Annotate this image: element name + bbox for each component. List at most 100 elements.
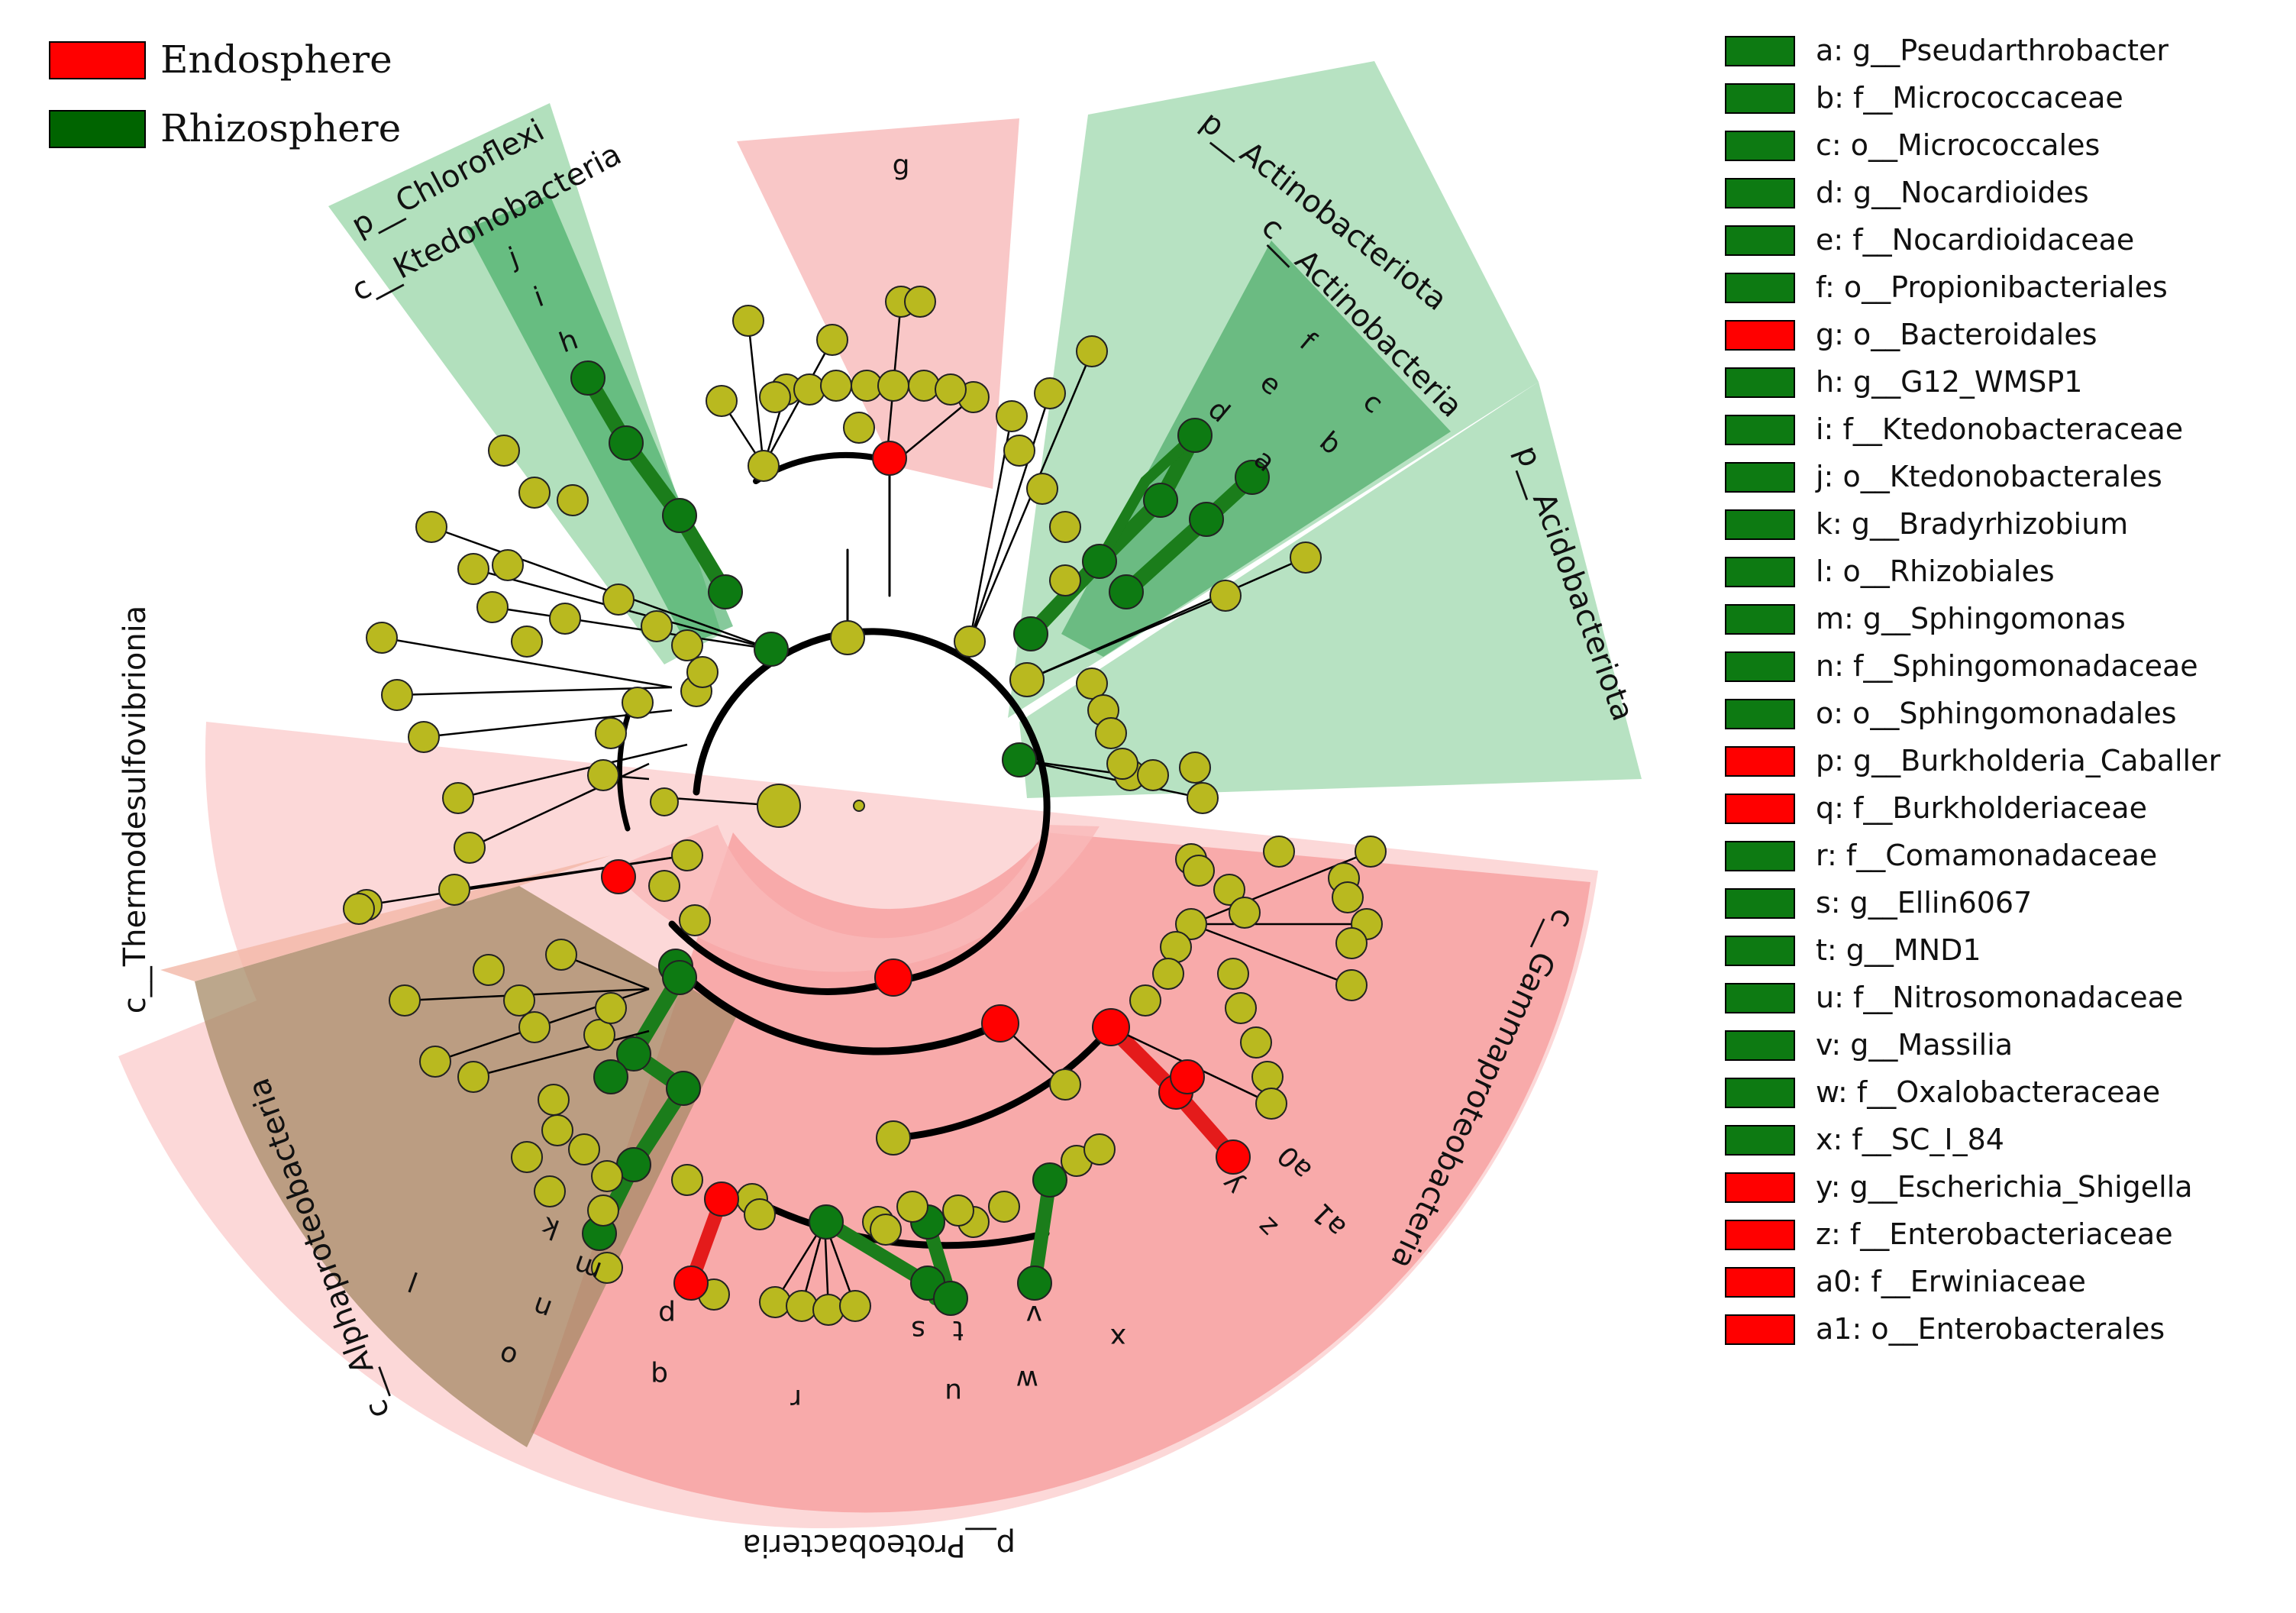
tree-node <box>1335 969 1368 1001</box>
ktedonobacteria-shade <box>466 195 733 645</box>
tree-node <box>1152 958 1184 990</box>
tree-node <box>662 960 697 995</box>
legend-label-c: c: o__Micrococcales <box>1816 128 2100 162</box>
tree-node <box>616 1036 651 1072</box>
beta-arc <box>748 1195 1050 1249</box>
tree-node <box>876 1120 911 1156</box>
clade-letter-g: g <box>893 150 910 181</box>
tree-node <box>545 939 577 971</box>
group-legend-label-rhizosphere: Rhizosphere <box>160 106 401 150</box>
proteobacteria-inner-shade <box>611 825 1100 972</box>
tree-node <box>650 787 679 816</box>
tree-node <box>1017 1266 1052 1301</box>
tree-node <box>853 800 865 812</box>
tree-node <box>954 625 986 658</box>
clade-letter-v: v <box>1026 1299 1042 1330</box>
tree-node <box>587 1194 619 1227</box>
tree-node <box>904 286 936 318</box>
tree-node <box>671 629 703 661</box>
tree-node <box>381 679 413 711</box>
tree-node <box>708 574 743 609</box>
tree-node <box>706 385 738 417</box>
tree-node <box>1076 335 1108 367</box>
tree-node <box>488 435 520 467</box>
tree-node <box>757 784 801 828</box>
legend-swatch-b <box>1725 83 1795 114</box>
group-legend-swatch-endosphere <box>49 41 146 79</box>
tree-node <box>1263 836 1295 868</box>
tree-node <box>593 1059 628 1094</box>
legend-label-l: l: o__Rhizobiales <box>1816 554 2055 588</box>
bacteroidales-shade <box>737 118 1019 489</box>
tree-node <box>812 1294 844 1326</box>
legend-swatch-a1 <box>1725 1314 1795 1345</box>
tree-node <box>732 305 764 337</box>
legend-label-n: n: f__Sphingomonadaceae <box>1816 649 2198 683</box>
tree-node <box>476 591 509 623</box>
legend-swatch-l <box>1725 557 1795 587</box>
tree-node <box>759 381 791 413</box>
tree-node <box>538 1084 570 1116</box>
clade-letter-w: w <box>1016 1364 1038 1395</box>
legend-swatch-k <box>1725 509 1795 540</box>
legend-label-m: m: g__Sphingomonas <box>1816 602 2126 635</box>
tree-node <box>1235 460 1270 495</box>
tree-node <box>415 511 447 543</box>
legend-label-u: u: f__Nitrosomonadaceae <box>1816 981 2183 1014</box>
tree-node <box>793 373 825 406</box>
tree-node <box>1082 544 1117 579</box>
legend-label-q: q: f__Burkholderiaceae <box>1816 791 2147 825</box>
tree-node <box>666 1071 701 1106</box>
tree-node <box>754 632 789 667</box>
clade-letter-q: q <box>651 1360 668 1392</box>
legend-swatch-z <box>1725 1220 1795 1250</box>
tree-node <box>541 1114 573 1146</box>
desulfovibrionia-shade <box>160 855 611 981</box>
tree-node <box>1183 855 1215 887</box>
tree-node <box>1179 752 1211 784</box>
legend-label-j: j: o__Ktedonobacterales <box>1815 460 2162 493</box>
tree-node <box>641 610 673 642</box>
tree-node <box>473 954 505 986</box>
label-c-thermodesulfovibrionia: c__Thermodesulfovibrionia <box>118 606 153 1014</box>
tree-node <box>870 1214 902 1246</box>
tree-node <box>830 620 865 655</box>
legend-label-s: s: g__Ellin6067 <box>1816 886 2032 920</box>
tree-node <box>1290 541 1322 574</box>
tree-node <box>1209 580 1242 612</box>
proteobacteria-arc <box>672 962 1004 1055</box>
legend-label-h: h: g__G12_WMSP1 <box>1816 365 2082 399</box>
tree-node <box>679 904 711 936</box>
legend-label-a: a: g__Pseudarthrobacter <box>1816 34 2168 67</box>
legend-label-d: d: g__Nocardioides <box>1816 176 2089 209</box>
tree-node <box>704 1181 739 1217</box>
legend-label-r: r: f__Comamonadaceae <box>1816 839 2157 872</box>
group-legend-swatch-rhizosphere <box>49 110 146 148</box>
tree-node <box>874 958 912 997</box>
legend-label-i: i: f__Ktedonobacteraceae <box>1816 412 2183 446</box>
tree-node <box>1217 958 1249 990</box>
legend-label-b: b: f__Micrococcaceae <box>1816 81 2123 115</box>
tree-node <box>1216 1139 1251 1175</box>
tree-node <box>981 1004 1019 1042</box>
tree-node <box>419 1046 451 1078</box>
tree-node <box>438 874 470 906</box>
tree-node <box>1213 874 1245 906</box>
legend-swatch-d <box>1725 178 1795 208</box>
tree-node <box>457 553 489 585</box>
tree-node <box>671 839 703 871</box>
tree-node <box>503 984 535 1017</box>
tree-node <box>759 1286 791 1318</box>
tree-node <box>896 1191 928 1223</box>
tree-node <box>602 583 635 616</box>
legend-swatch-n <box>1725 651 1795 682</box>
tree-node <box>1335 927 1368 959</box>
legend-swatch-x <box>1725 1125 1795 1156</box>
tree-node <box>609 425 644 461</box>
tree-node <box>673 1266 709 1301</box>
root-arc <box>693 628 1051 985</box>
tree-node <box>872 441 907 476</box>
tree-node <box>518 477 551 509</box>
legend-swatch-h <box>1725 367 1795 398</box>
